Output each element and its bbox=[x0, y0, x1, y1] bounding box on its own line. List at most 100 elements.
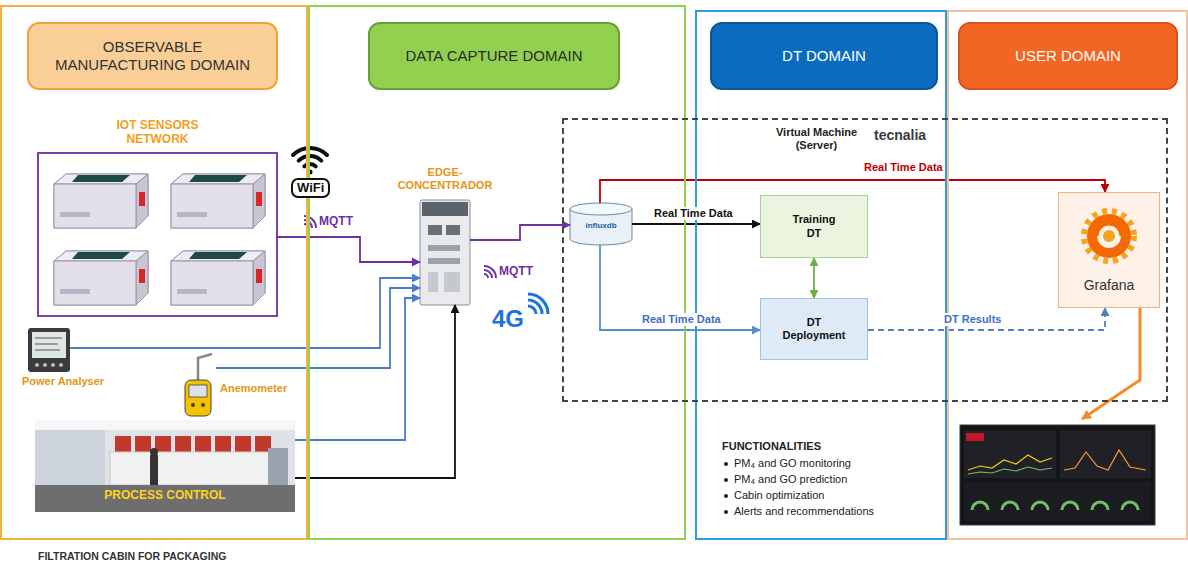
label-holder: PM₄ and GO monitoring bbox=[734, 457, 851, 470]
dashboard-screenshot-part bbox=[972, 502, 1138, 510]
process-photo-part bbox=[215, 436, 231, 452]
edge-device-drawing-part bbox=[420, 200, 470, 305]
dashboard-screenshot-part-part bbox=[972, 502, 988, 510]
mqtt-symbol-part bbox=[484, 270, 492, 278]
domain-header: DATA CAPTURE DOMAIN bbox=[368, 22, 620, 90]
wifi-symbol bbox=[293, 148, 327, 175]
grafana-logo-part bbox=[1097, 224, 1121, 248]
sensor-device-part bbox=[54, 174, 148, 228]
list-item: PM₄ and GO prediction bbox=[734, 473, 847, 486]
signal-symbol-part bbox=[528, 306, 536, 314]
process-photo bbox=[35, 420, 295, 512]
label-holder: FUNCTIONALITIES bbox=[722, 440, 821, 453]
grafana-logo bbox=[1058, 192, 1160, 308]
sensor-device bbox=[54, 174, 265, 305]
grafana-logo-part bbox=[1097, 224, 1121, 236]
bullet-dot bbox=[724, 494, 728, 498]
edge-device-drawing-part bbox=[446, 225, 460, 235]
process-photo-part bbox=[155, 436, 171, 452]
dashboard-screenshot-part-part bbox=[1032, 502, 1048, 510]
connector bbox=[600, 245, 760, 330]
label-holder: 4G bbox=[492, 305, 524, 334]
label-holder: Alerts and recommendations bbox=[734, 505, 874, 518]
grafana-logo-part bbox=[1103, 230, 1115, 242]
process-photo-part bbox=[235, 436, 251, 452]
bullet-dot bbox=[724, 478, 728, 482]
label-holder: Cabin optimization bbox=[734, 489, 825, 502]
dashboard-screenshot bbox=[960, 425, 1155, 525]
server-heading: Virtual Machine (Server) bbox=[769, 126, 864, 152]
domain-column: DATA CAPTURE DOMAIN EDGE-CONCENTRADOR bbox=[308, 5, 686, 540]
dashboard-screenshot-part bbox=[1060, 430, 1151, 478]
domain-header: DT DOMAIN bbox=[710, 22, 938, 90]
process-photo-part bbox=[35, 485, 295, 512]
edge-device-drawing-part bbox=[428, 225, 442, 235]
signal-symbol-part bbox=[528, 300, 542, 314]
process-photo-part bbox=[195, 436, 211, 452]
power-analyser-icon-part bbox=[35, 344, 58, 345]
edge-label-holder: Real Time Data bbox=[640, 313, 723, 326]
protocol-label: MQTT bbox=[499, 264, 533, 278]
power-analyser-icon-part bbox=[59, 363, 63, 367]
dashboard-screenshot-part bbox=[960, 425, 1155, 525]
label-holder: WiFi bbox=[291, 178, 330, 198]
dashboard-screenshot-part bbox=[966, 433, 984, 441]
box-label: DT Deployment bbox=[778, 316, 850, 342]
grafana-logo-part bbox=[1084, 211, 1134, 261]
dashboard-screenshot-part bbox=[964, 430, 1056, 478]
edge-device-drawing bbox=[420, 200, 470, 305]
label-holder: tecnalia bbox=[874, 127, 926, 144]
dashboard-screenshot-part-part bbox=[1122, 502, 1138, 510]
dashboard-screenshot-part bbox=[968, 455, 1052, 470]
device-icon: Power Analyser bbox=[28, 328, 70, 372]
protocol-label: MQTT bbox=[319, 214, 353, 228]
database-drawing bbox=[570, 203, 632, 245]
wifi-symbol-part bbox=[299, 156, 322, 161]
domain-column: OBSERVABLE MANUFACTURING DOMAINIOT SENSO… bbox=[0, 5, 308, 540]
label-holder: PM₄ and GO prediction bbox=[734, 473, 847, 486]
edge-label: Real Time Data bbox=[652, 207, 735, 220]
bullet-dot bbox=[724, 510, 728, 514]
process-photo: PROCESS CONTROL bbox=[35, 420, 295, 512]
edge-device-drawing-part bbox=[422, 202, 468, 216]
database-label: influxdb bbox=[570, 221, 632, 231]
process-photo-part bbox=[150, 455, 158, 485]
device-label: Power Analyser bbox=[22, 375, 64, 388]
edge-device-drawing-part bbox=[428, 258, 460, 264]
process-photo-part bbox=[35, 430, 105, 485]
grafana-logo-part bbox=[1087, 214, 1131, 258]
caption: FILTRATION CABIN FOR PACKAGING bbox=[38, 550, 226, 563]
power-analyser-icon bbox=[28, 328, 70, 372]
box-label: Training DT bbox=[786, 213, 842, 239]
caption-holder: FILTRATION CABIN FOR PACKAGING bbox=[38, 550, 226, 563]
sensor-device-part bbox=[171, 174, 265, 228]
dashboard-screenshot-part-part bbox=[1092, 502, 1108, 510]
edge-label-holder: Real Time Data bbox=[652, 207, 735, 220]
anemometer-icon-part bbox=[185, 380, 211, 416]
power-analyser-icon-part bbox=[32, 332, 66, 358]
domain-header: USER DOMAIN bbox=[958, 22, 1178, 90]
mqtt-symbol-part bbox=[484, 266, 496, 278]
dashboard-arrow bbox=[1082, 308, 1140, 419]
sensor-device-part bbox=[54, 251, 148, 305]
wifi-symbol-part bbox=[293, 148, 327, 155]
power-analyser-icon-part bbox=[35, 363, 39, 367]
connector bbox=[70, 278, 420, 348]
mqtt-symbol-part bbox=[484, 274, 488, 278]
connector bbox=[868, 308, 1105, 330]
process-photo-part bbox=[135, 436, 151, 452]
dashboard-screenshot-part-part bbox=[1062, 502, 1078, 510]
list-heading: FUNCTIONALITIES bbox=[722, 440, 821, 453]
app-label: Grafana bbox=[1059, 277, 1159, 294]
edge-label-holder: DT Results bbox=[942, 313, 1003, 326]
process-photo-part bbox=[150, 448, 158, 456]
process-photo-part bbox=[35, 420, 295, 430]
edge-device: EDGE-CONCENTRADOR bbox=[420, 200, 470, 305]
wifi-logo: WiFi bbox=[291, 178, 330, 198]
dashboard-arrow-part bbox=[1082, 308, 1140, 419]
grafana-logo-part bbox=[1058, 192, 1160, 308]
anemometer-icon-part bbox=[198, 354, 212, 382]
mqtt-symbol-part bbox=[304, 216, 316, 228]
process-photo-part bbox=[110, 452, 280, 485]
